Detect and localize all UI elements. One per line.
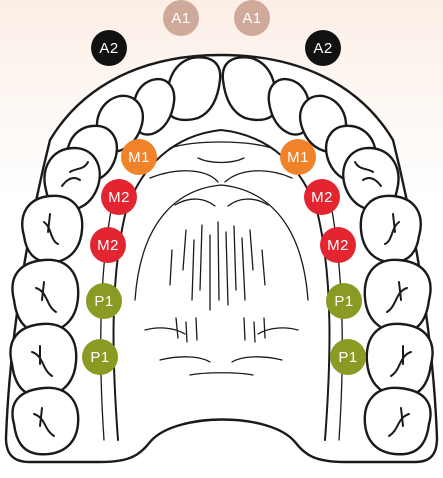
- marker-p1-right-upper[interactable]: P1: [326, 283, 362, 319]
- marker-m1-left[interactable]: M1: [121, 139, 157, 175]
- marker-label: P1: [90, 349, 109, 366]
- marker-label: M2: [97, 237, 119, 254]
- marker-a1-right[interactable]: A1: [234, 0, 270, 36]
- marker-m2-left-lower[interactable]: M2: [90, 227, 126, 263]
- marker-label: A2: [313, 40, 332, 57]
- marker-a1-left[interactable]: A1: [163, 0, 199, 36]
- tooth-molar-1-right: [361, 196, 421, 262]
- tooth-molar-4-right: [365, 388, 431, 454]
- marker-label: P1: [338, 349, 357, 366]
- marker-m2-left-upper[interactable]: M2: [101, 179, 137, 215]
- marker-p1-left-upper[interactable]: P1: [86, 283, 122, 319]
- tooth-molar-4-left: [12, 388, 78, 454]
- marker-label: M2: [311, 189, 333, 206]
- marker-p1-left-lower[interactable]: P1: [82, 339, 118, 375]
- marker-label: P1: [94, 293, 113, 310]
- marker-label: A2: [99, 40, 118, 57]
- marker-label: A1: [242, 10, 261, 27]
- marker-m2-right-lower[interactable]: M2: [320, 227, 356, 263]
- marker-label: M2: [108, 189, 130, 206]
- tooth-molar-3-left: [10, 324, 76, 396]
- marker-label: M1: [128, 149, 150, 166]
- marker-m1-right[interactable]: M1: [280, 139, 316, 175]
- marker-label: P1: [334, 293, 353, 310]
- marker-label: M1: [287, 149, 309, 166]
- marker-a2-left[interactable]: A2: [91, 30, 127, 66]
- tooth-molar-3-right: [367, 324, 433, 396]
- marker-label: A1: [171, 10, 190, 27]
- marker-m2-right-upper[interactable]: M2: [304, 179, 340, 215]
- marker-label: M2: [327, 237, 349, 254]
- marker-a2-right[interactable]: A2: [305, 30, 341, 66]
- tooth-molar-1-left: [22, 196, 82, 262]
- marker-p1-right-lower[interactable]: P1: [330, 339, 366, 375]
